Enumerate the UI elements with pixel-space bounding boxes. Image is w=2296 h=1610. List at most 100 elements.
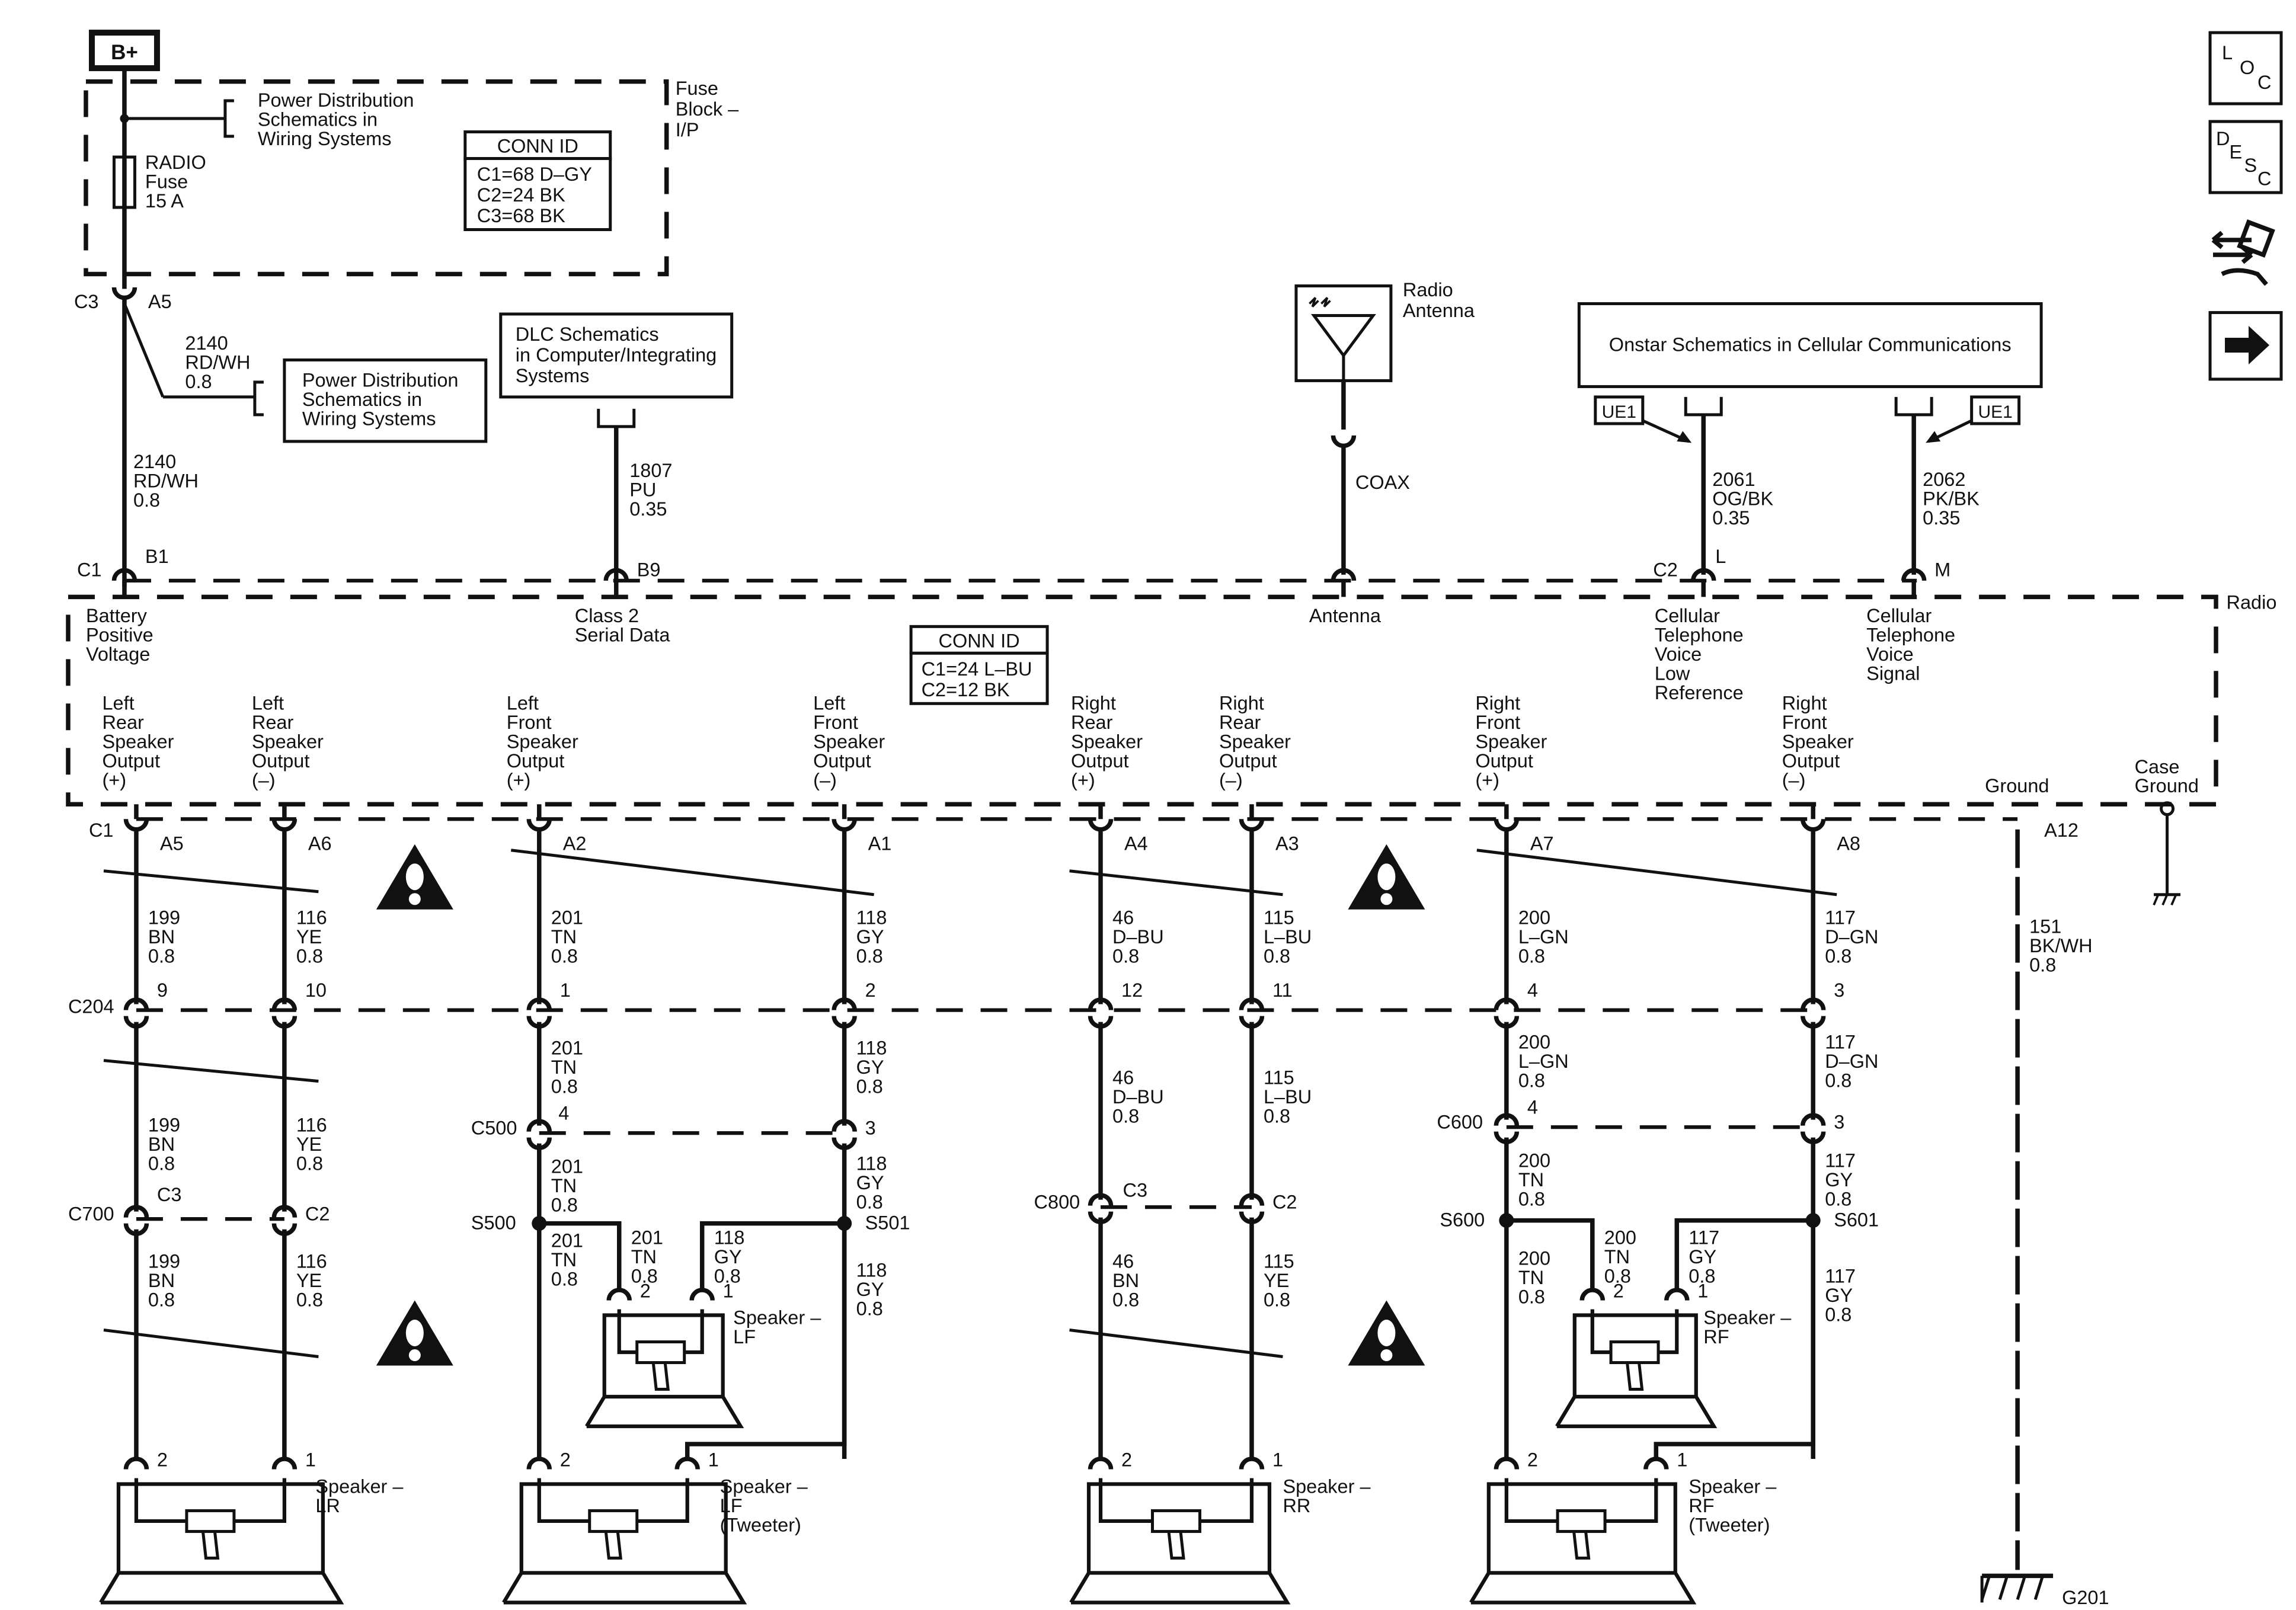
out-2-1: Left	[507, 692, 539, 713]
pd-ref-top-2: Schematics in	[258, 109, 378, 130]
desc-icon[interactable]: D E S C	[2208, 120, 2283, 194]
out-1-5: (–)	[252, 769, 276, 790]
speaker-label-rf: RF	[1703, 1326, 1729, 1347]
speaker-terminal	[606, 1288, 632, 1301]
wire-label-top: 46	[1112, 907, 1134, 929]
wire-label-top: D–BU	[1112, 926, 1164, 948]
wire-label-lower: TN	[1518, 1169, 1544, 1190]
radio-fuse	[112, 155, 136, 209]
out-0-4: Output	[102, 750, 160, 772]
out-1-3: Speaker	[252, 731, 324, 752]
wire-151-1: 151	[2029, 916, 2061, 937]
svg-text:C: C	[2257, 168, 2271, 190]
c204-pin-label: 9	[157, 980, 168, 1001]
out-2-4: Output	[507, 750, 565, 772]
cell-low-3: Voice	[1655, 644, 1702, 665]
fuse-conn-id-3: C3=68 BK	[477, 205, 565, 226]
out-7-1: Right	[1782, 692, 1827, 713]
wire-columns: A5199BN0.89A6116YE0.810A2201TN0.81A1118G…	[103, 804, 1878, 1459]
warning-icon	[1348, 1300, 1425, 1366]
fuse-block-outline	[84, 79, 669, 277]
speaker-pin-1: 1	[1697, 1281, 1708, 1302]
antenna-terminal-label: Antenna	[1309, 605, 1382, 626]
out-3-3: Speaker	[813, 731, 885, 752]
connector-arc	[1800, 997, 1826, 1010]
wire-label-mid: 0.8	[1518, 1070, 1545, 1092]
wire-label-mid: 199	[148, 1115, 180, 1136]
speaker-pin-2: 2	[640, 1281, 651, 1302]
case-ground-icon	[2153, 893, 2181, 905]
conn-c1-top: C1	[77, 559, 102, 580]
svg-text:S: S	[2244, 155, 2257, 176]
speaker-stem	[201, 1531, 220, 1560]
out-5-1: Right	[1219, 692, 1264, 713]
coax-label: COAX	[1355, 472, 1410, 493]
wire-label-top: L–BU	[1264, 926, 1312, 948]
connector-arc	[1494, 997, 1520, 1010]
connector-arc	[1800, 1113, 1826, 1126]
troubleshoot-icon[interactable]	[2211, 219, 2275, 286]
speaker-label-lr: Speaker –	[315, 1475, 404, 1497]
out-3-5: (–)	[813, 769, 837, 790]
loc-icon[interactable]: L O C	[2208, 31, 2283, 105]
svg-text:L: L	[2222, 42, 2233, 63]
output-labels: Left Rear Speaker Output (+) Left Rear S…	[102, 692, 1853, 790]
speaker-label-lf: Speaker –	[733, 1307, 821, 1329]
wire-label-lower: 0.8	[856, 1298, 883, 1320]
out-6-1: Right	[1475, 692, 1520, 713]
c204-pin-label: 3	[1834, 980, 1844, 1001]
svg-text:E: E	[2230, 142, 2243, 163]
pd-ref-mid-2: Schematics in	[302, 389, 422, 410]
wire-label-top: BN	[148, 926, 175, 948]
out-0-5: (+)	[102, 769, 126, 790]
connector-arc	[832, 997, 857, 1010]
speaker-magnet	[1150, 1509, 1201, 1533]
speaker-stem	[1167, 1531, 1185, 1560]
wire-label-lower: 0.8	[551, 1195, 578, 1216]
pin-m: M	[1934, 559, 1950, 580]
pin-l: L	[1715, 546, 1726, 567]
speaker-label-rr: RR	[1283, 1495, 1310, 1516]
out-0-3: Speaker	[102, 731, 174, 752]
c700-pin-b: C2	[305, 1204, 330, 1225]
connector-arc	[1239, 997, 1265, 1010]
svg-text:O: O	[2240, 57, 2255, 78]
radio-pin-label: A3	[1275, 833, 1299, 854]
dlc-box-3: Systems	[516, 365, 590, 386]
wire-label-mid: D–GN	[1825, 1051, 1878, 1072]
wire-label-lower: 201	[631, 1227, 663, 1249]
out-3-4: Output	[813, 750, 871, 772]
warning-icon	[1348, 844, 1425, 910]
out-4-2: Rear	[1071, 712, 1113, 733]
c600-pin-a: 4	[1527, 1097, 1538, 1118]
fuse-block-label-2: Block –	[676, 98, 739, 120]
wire-label-top: 115	[1264, 907, 1294, 929]
radio-pin-label: A1	[868, 833, 892, 854]
speaker-terminal	[1494, 1457, 1520, 1470]
out-7-2: Front	[1782, 712, 1827, 733]
pd-ref-top-1: Power Distribution	[258, 89, 414, 111]
cell-sig-2: Telephone	[1866, 624, 1955, 645]
speaker-label-lf: LF	[733, 1326, 756, 1347]
out-7-3: Speaker	[1782, 731, 1854, 752]
onstar-section: Onstar Schematics in Cellular Communicat…	[1577, 302, 2043, 575]
speaker-label-rf_tw: RF	[1689, 1495, 1714, 1516]
c204-pin-label: 4	[1527, 980, 1538, 1001]
radio-wave-icon	[1309, 297, 1331, 308]
speaker-terminal	[1239, 1457, 1265, 1470]
wire-label-mid: 201	[551, 1038, 583, 1059]
c500-pin-b: 3	[865, 1118, 876, 1139]
out-6-2: Front	[1475, 712, 1520, 733]
wire-label-top: 117	[1825, 907, 1856, 929]
speaker-terminal	[689, 1288, 715, 1301]
wire-label-lower: 0.8	[1112, 1289, 1139, 1311]
radio-module: Radio C1 B1 B9 C2 L M Battery Positive V…	[66, 546, 2276, 905]
wire-label-top: 0.8	[296, 946, 323, 967]
speaker-cone	[1469, 1571, 1697, 1605]
radio-pin-label: A8	[1837, 833, 1860, 854]
radio-pin-label: A4	[1124, 833, 1148, 854]
speaker-label-lf_tw: Speaker –	[720, 1475, 808, 1497]
next-arrow-icon[interactable]	[2208, 311, 2283, 381]
splice-s600	[1499, 1213, 1514, 1228]
radio-pin-label: A5	[160, 833, 184, 854]
